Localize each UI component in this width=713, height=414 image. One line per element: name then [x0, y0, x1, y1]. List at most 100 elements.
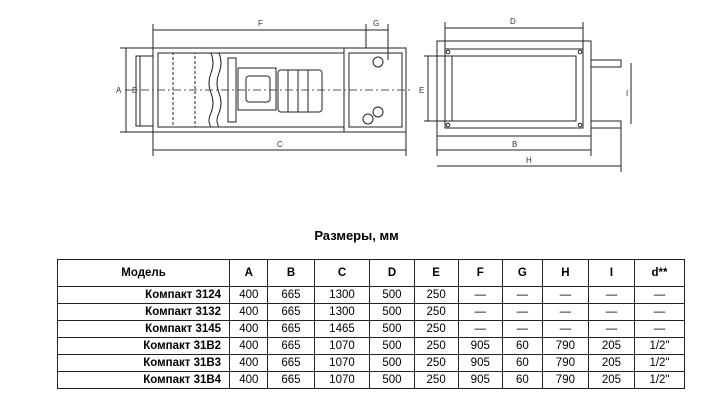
dim-f — [152, 24, 367, 48]
label-c: C — [277, 140, 283, 149]
table-cell: — — [541, 286, 589, 304]
table-cell: 905 — [457, 337, 503, 355]
label-b: B — [512, 140, 517, 149]
table-cell: 400 — [229, 303, 269, 321]
table-cell: 1300 — [313, 303, 371, 321]
table-cell: — — [587, 320, 635, 338]
table-cell: — — [633, 303, 686, 321]
dim-g — [366, 24, 389, 60]
table-row: Компакт 3124 400 665 1300 500 250 — — — … — [56, 286, 686, 304]
table-cell: 60 — [501, 337, 543, 355]
table-cell: — — [457, 286, 503, 304]
dim-c — [152, 132, 407, 156]
table-cell: — — [457, 303, 503, 321]
pipe-bottom — [590, 120, 622, 129]
table-cell: 60 — [501, 371, 543, 389]
table-cell: 250 — [413, 320, 459, 338]
model-cell: Компакт 3124 — [56, 286, 231, 304]
table-cell: 500 — [369, 371, 415, 389]
table-cell: 250 — [413, 303, 459, 321]
table-cell: 250 — [413, 354, 459, 372]
label-a: A — [116, 86, 122, 95]
table-cell: 1/2" — [633, 354, 686, 372]
dimensions-table: Модель A B C D E F G H I d** Компакт 312… — [56, 259, 686, 389]
table-cell: 500 — [369, 303, 415, 321]
table-cell: 500 — [369, 320, 415, 338]
table-cell: 905 — [457, 354, 503, 372]
table-row: Компакт 3145 400 665 1465 500 250 — — — … — [56, 320, 686, 338]
dim-d — [444, 22, 584, 49]
table-cell: 905 — [457, 371, 503, 389]
dim-h — [437, 128, 622, 172]
inlet-flange — [135, 55, 154, 127]
table-cell: 250 — [413, 371, 459, 389]
table-cell: 1/2" — [633, 371, 686, 389]
column-header: A — [229, 259, 269, 287]
table-cell: 205 — [587, 354, 635, 372]
table-cell: — — [457, 320, 503, 338]
column-header: G — [501, 259, 543, 287]
label-h: H — [526, 156, 532, 165]
table-row: Компакт 31В2 400 665 1070 500 250 905 60… — [56, 337, 686, 355]
table-cell: 665 — [267, 337, 315, 355]
connector-bottom — [372, 106, 384, 118]
model-cell: Компакт 3132 — [56, 303, 231, 321]
table-cell: 665 — [267, 286, 315, 304]
table-cell: — — [633, 320, 686, 338]
connector-top — [372, 56, 384, 68]
table-title: Размеры, мм — [314, 228, 399, 243]
column-header: I — [587, 259, 635, 287]
table-header-row: Модель A B C D E F G H I d** — [56, 259, 686, 287]
table-cell: 790 — [541, 354, 589, 372]
table-cell: 400 — [229, 337, 269, 355]
table-cell: 665 — [267, 303, 315, 321]
table-cell: 665 — [267, 320, 315, 338]
table-cell: 400 — [229, 320, 269, 338]
dim-b — [436, 136, 592, 156]
table-cell: 790 — [541, 371, 589, 389]
table-cell: 400 — [229, 354, 269, 372]
table-cell: 1/2" — [633, 337, 686, 355]
table-cell: — — [541, 303, 589, 321]
table-cell: 500 — [369, 354, 415, 372]
model-cell: Компакт 31В2 — [56, 337, 231, 355]
table-cell: 205 — [587, 337, 635, 355]
column-header: C — [313, 259, 371, 287]
table-cell: 1070 — [313, 354, 371, 372]
table-cell: — — [501, 320, 543, 338]
model-cell: Компакт 3145 — [56, 320, 231, 338]
table-cell: — — [587, 303, 635, 321]
pipe-top — [590, 59, 622, 68]
table-cell: 1070 — [313, 337, 371, 355]
table-cell: 250 — [413, 337, 459, 355]
column-header: H — [541, 259, 589, 287]
label-e-front: E — [419, 86, 424, 95]
table-cell: 205 — [587, 371, 635, 389]
label-e-side: E — [132, 86, 137, 95]
table-row: Компакт 3132 400 665 1300 500 250 — — — … — [56, 303, 686, 321]
table-cell: — — [587, 286, 635, 304]
table-cell: 500 — [369, 286, 415, 304]
table-cell: 665 — [267, 371, 315, 389]
model-cell: Компакт 31В3 — [56, 354, 231, 372]
fan-housing — [237, 67, 277, 111]
table-cell: — — [541, 320, 589, 338]
table-cell: — — [633, 286, 686, 304]
table-cell: 400 — [229, 286, 269, 304]
column-header: Модель — [56, 259, 231, 287]
table-cell: — — [501, 303, 543, 321]
table-cell: 1300 — [313, 286, 371, 304]
unit-front-body — [436, 40, 592, 137]
table-cell: 1465 — [313, 320, 371, 338]
table-row: Компакт 31В4 400 665 1070 500 250 905 60… — [56, 371, 686, 389]
table-cell: 60 — [501, 354, 543, 372]
table-cell: 1070 — [313, 371, 371, 389]
label-d: D — [510, 17, 516, 26]
label-g: G — [373, 19, 379, 28]
table-cell: 250 — [413, 286, 459, 304]
table-cell: 790 — [541, 337, 589, 355]
technical-drawing: F G C A E D E B H I — [116, 17, 632, 172]
motor — [277, 69, 323, 113]
label-f: F — [258, 19, 263, 28]
dim-e-front — [424, 55, 452, 122]
